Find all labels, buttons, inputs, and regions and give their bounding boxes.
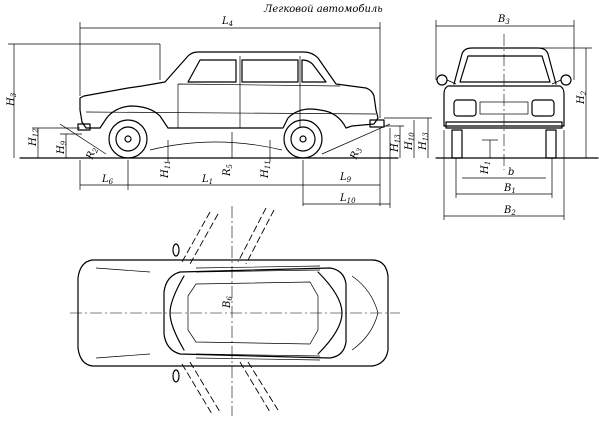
label-h12: H12 bbox=[28, 128, 40, 147]
label-b2: B2 bbox=[503, 205, 516, 217]
label-h11-front: H11 bbox=[260, 160, 272, 179]
drawing-title: Легковой автомобиль bbox=[263, 4, 383, 15]
quarter-window-side bbox=[301, 59, 327, 83]
top-view: B6 bbox=[70, 206, 400, 416]
right-front-wheel-turned bbox=[237, 207, 275, 265]
rear-wheel bbox=[108, 119, 148, 159]
front-window-side bbox=[241, 59, 299, 83]
clearance-arc bbox=[149, 141, 283, 151]
rear-window-side bbox=[187, 59, 237, 83]
side-dimensions: L4 H3 H12 H9 R2 H11 R5 H11 L6 L1 bbox=[6, 16, 432, 208]
label-l4: L4 bbox=[221, 16, 233, 28]
roof-panel bbox=[187, 281, 319, 345]
label-h13-second: H13 bbox=[418, 132, 430, 151]
approach-line-front bbox=[321, 123, 391, 155]
right-mirror bbox=[560, 74, 572, 86]
left-front-wheel-turned bbox=[181, 211, 219, 265]
label-h9: H9 bbox=[56, 140, 68, 155]
label-b3: B3 bbox=[497, 14, 510, 26]
left-headlight bbox=[453, 99, 477, 117]
front-bumper bbox=[369, 119, 385, 128]
rear-wheel-hub bbox=[124, 135, 132, 143]
label-l9: L9 bbox=[339, 172, 352, 184]
windshield-top bbox=[317, 271, 343, 355]
departure-line-rear bbox=[59, 123, 107, 155]
body-crease bbox=[85, 111, 377, 115]
roof-top bbox=[163, 267, 347, 359]
right-headlight bbox=[531, 99, 555, 117]
label-b: b bbox=[508, 167, 514, 178]
label-h2: H2 bbox=[576, 90, 588, 105]
front-wheel bbox=[283, 119, 323, 159]
door-lines bbox=[177, 56, 341, 128]
front-dimensions: B3 H2 H1 b B1 B2 bbox=[435, 14, 592, 220]
label-r2: R2 bbox=[84, 145, 100, 162]
car-body-top bbox=[77, 259, 389, 367]
left-rear-wheel-turned bbox=[181, 361, 221, 415]
label-h13: H13 bbox=[390, 134, 402, 153]
label-l6: L6 bbox=[101, 174, 114, 186]
front-body bbox=[443, 85, 565, 127]
label-l1: L1 bbox=[201, 174, 213, 186]
label-r3: R3 bbox=[348, 145, 364, 162]
side-view bbox=[19, 44, 399, 159]
front-view bbox=[435, 34, 599, 170]
right-rear-wheel-turned bbox=[239, 361, 279, 413]
label-b6: B6 bbox=[222, 296, 234, 309]
left-side-windows bbox=[195, 265, 321, 273]
car-body-side bbox=[79, 51, 379, 129]
label-l10: L10 bbox=[339, 193, 356, 205]
front-right-tire bbox=[545, 129, 557, 159]
windshield bbox=[459, 55, 551, 83]
right-mirror-top bbox=[172, 369, 180, 383]
rear-wheel-rim bbox=[115, 126, 141, 152]
label-h3: H3 bbox=[6, 92, 18, 107]
front-wheel-hub bbox=[299, 135, 307, 143]
label-h10: H10 bbox=[404, 132, 416, 151]
label-r5: R5 bbox=[222, 163, 234, 177]
front-cabin bbox=[453, 47, 557, 85]
front-left-tire bbox=[451, 129, 463, 159]
trunk-lines bbox=[95, 267, 151, 359]
left-mirror-top bbox=[172, 243, 180, 257]
label-h11: H11 bbox=[160, 160, 172, 179]
left-mirror bbox=[436, 74, 448, 86]
front-wheel-rim bbox=[290, 126, 316, 152]
right-side-windows bbox=[195, 353, 321, 361]
label-h1: H1 bbox=[480, 161, 492, 175]
label-b1: B1 bbox=[503, 183, 516, 195]
